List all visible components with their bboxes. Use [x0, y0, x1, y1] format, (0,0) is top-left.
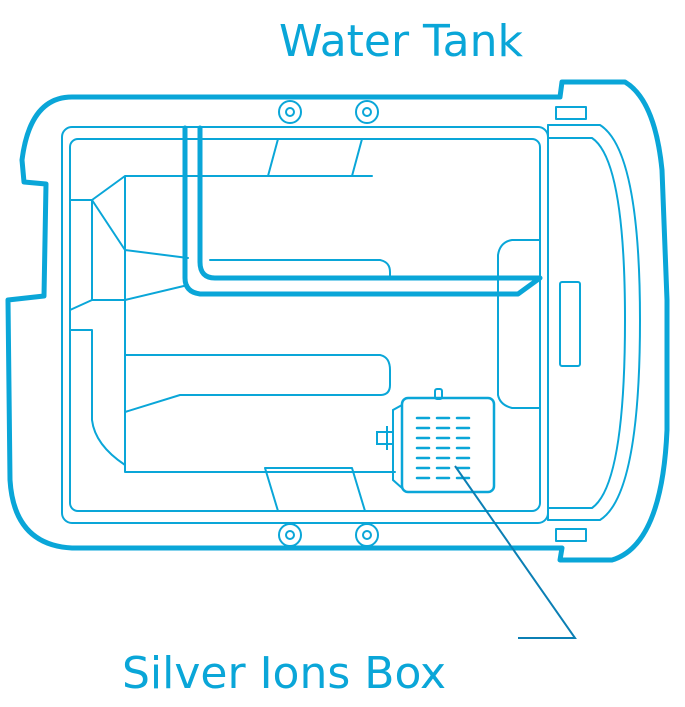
silver-box-side-panel: [392, 404, 403, 489]
silver-box-top-knob: [434, 388, 443, 400]
right-wall-step: [497, 239, 541, 409]
silver-ions-box-label: Silver Ions Box: [122, 648, 447, 699]
water-tank-label: Water Tank: [279, 16, 523, 67]
silver-ions-box: [376, 388, 496, 494]
tank-handle-frame: [547, 124, 641, 521]
tank-inner-rim: [61, 126, 549, 524]
top-rib: [267, 138, 363, 177]
tank-handle-inner: [547, 137, 626, 509]
float-pipe: [182, 125, 543, 297]
tank-basin-wall: [69, 138, 541, 512]
tank-outer-shell: [5, 79, 670, 563]
bottom-rib: [264, 467, 366, 512]
bottom-bolt-right: [355, 523, 379, 547]
silver-box-vent-grid: [415, 416, 471, 480]
top-latch-tab: [555, 106, 587, 120]
silver-box-body: [400, 396, 496, 494]
inner-guide-ledge: [209, 259, 391, 277]
lower-channel-arm: [124, 354, 391, 413]
silver-box-side-nub: [376, 426, 393, 450]
bottom-latch-tab: [555, 528, 587, 542]
handle-grip-slot: [559, 281, 581, 367]
silver-ions-leader-line: [454, 465, 577, 639]
inner-floor-contour: [69, 175, 396, 473]
bottom-bolt-left: [278, 523, 302, 547]
top-bolt-right: [355, 100, 379, 124]
top-bolt-left: [278, 100, 302, 124]
